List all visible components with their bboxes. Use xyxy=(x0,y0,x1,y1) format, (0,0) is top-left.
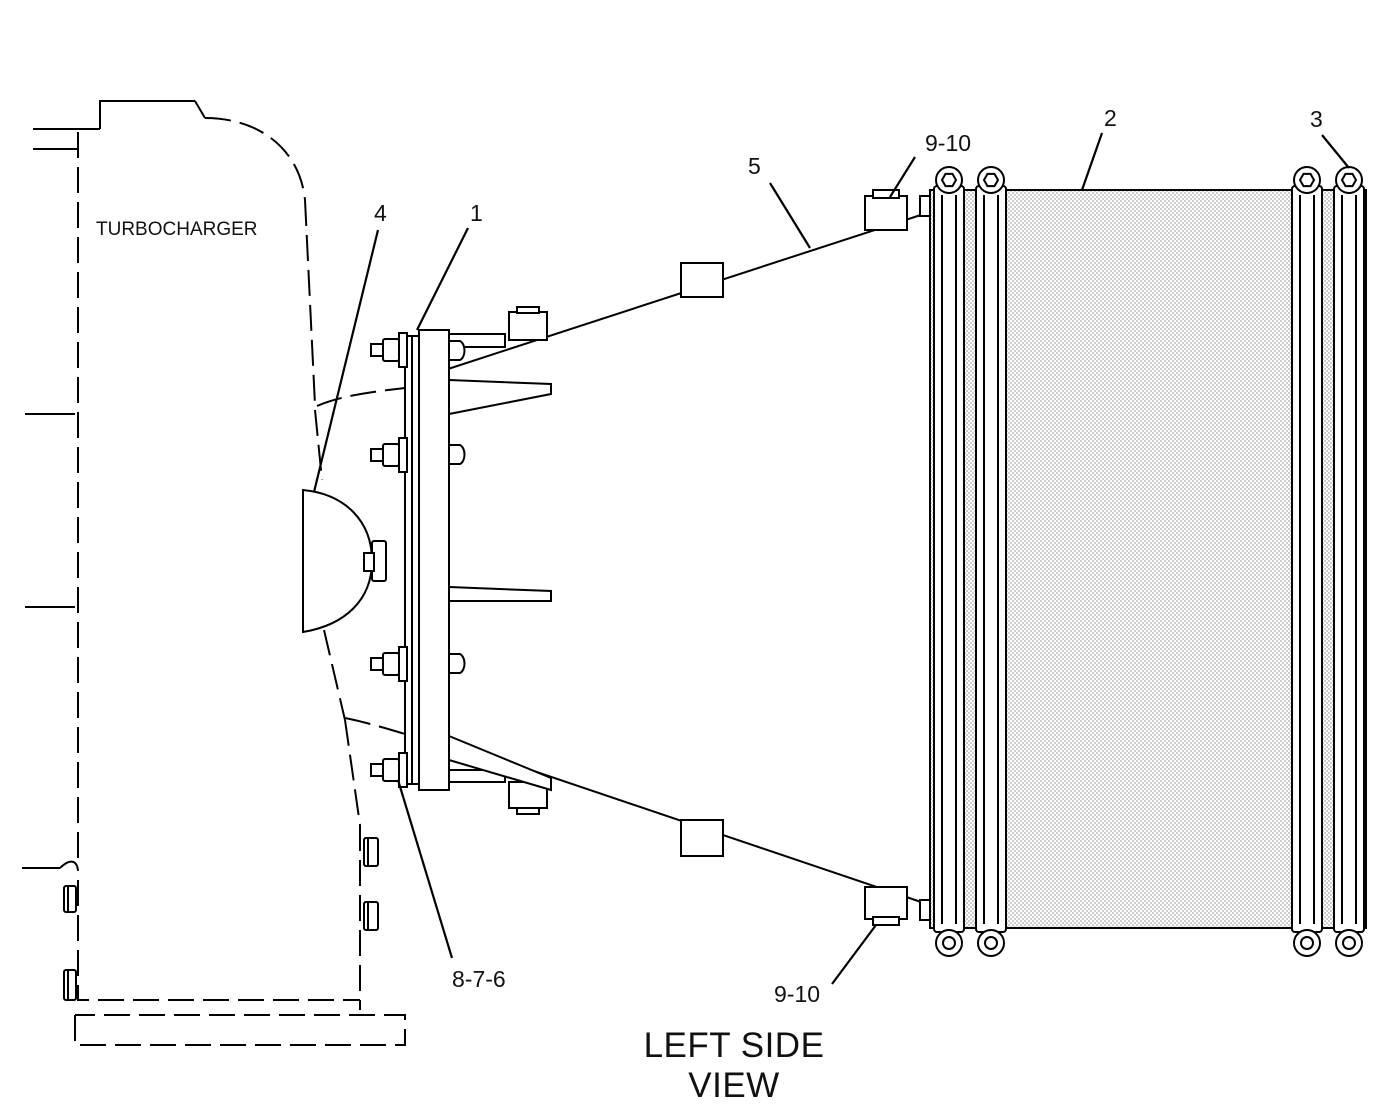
callout-8-7-6: 8-7-6 xyxy=(452,966,506,992)
callout-3: 3 xyxy=(1310,106,1323,132)
leader-lines xyxy=(312,132,1350,985)
clamp-4 xyxy=(1333,166,1365,957)
item-4-cover xyxy=(302,488,387,634)
view-title-line-2: VIEW xyxy=(688,1066,779,1105)
leader-1 xyxy=(416,227,469,331)
leader-3 xyxy=(1321,134,1350,169)
clamp-1 xyxy=(933,166,965,957)
callout-4: 4 xyxy=(374,200,387,226)
clamp-2 xyxy=(975,166,1007,957)
callout-9-10-top: 9-10 xyxy=(925,130,971,156)
leader-9-10-top xyxy=(889,156,916,198)
view-title-line-1: LEFT SIDE xyxy=(644,1026,825,1065)
callout-9-10-bottom: 9-10 xyxy=(774,981,820,1007)
bolt-2 xyxy=(370,437,466,473)
leader-4 xyxy=(312,229,380,493)
leader-9-10-bottom xyxy=(831,924,877,985)
item-5-adapter xyxy=(426,189,933,926)
callout-5: 5 xyxy=(748,153,761,179)
turbocharger-outline xyxy=(22,100,406,1046)
item-1-flange xyxy=(404,329,450,791)
item-3-clamps xyxy=(933,166,1365,957)
bolt-1 xyxy=(370,332,466,368)
leader-8-7-6 xyxy=(396,779,454,959)
bolt-3 xyxy=(370,646,466,682)
leader-2 xyxy=(1080,132,1104,191)
callout-1: 1 xyxy=(470,200,483,226)
bolt-4 xyxy=(370,752,408,788)
flange-bolts xyxy=(370,332,466,788)
turbocharger-label: TURBOCHARGER xyxy=(96,219,258,240)
clamp-3 xyxy=(1291,166,1323,957)
callout-2: 2 xyxy=(1104,105,1117,131)
leader-5 xyxy=(769,182,811,249)
item-2-hose xyxy=(929,189,1367,929)
